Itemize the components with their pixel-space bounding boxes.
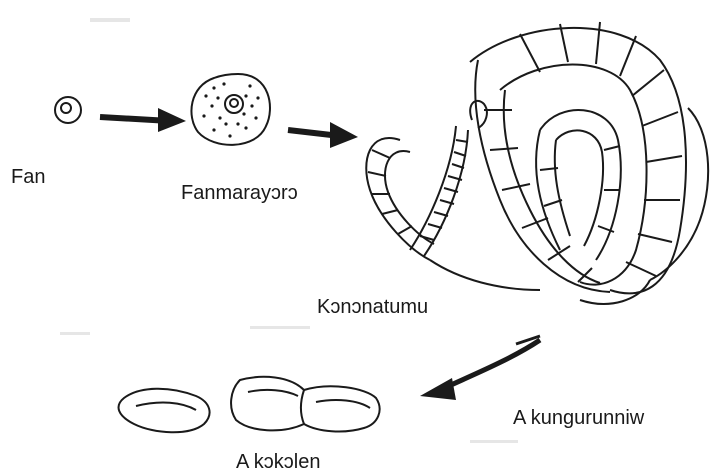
arrow-embryo-to-tapeworm [288, 122, 358, 148]
tapeworm-drawing [366, 22, 708, 304]
label-proglottids: A kɔkɔlen [236, 452, 320, 472]
label-egg: Fan [11, 167, 45, 187]
arrow-tapeworm-to-proglottids [420, 336, 540, 400]
egg-drawing [55, 97, 81, 123]
label-mature-segments: A kungurunniw [513, 408, 644, 428]
scan-speckles [60, 18, 518, 443]
label-embryonated-egg: Fanmarayɔrɔ [181, 183, 298, 203]
embryonated-egg-drawing [191, 74, 270, 145]
label-tapeworm: Kɔnɔnatumu [317, 297, 428, 317]
arrow-egg-to-embryo [100, 108, 186, 132]
proglottids-drawing [119, 377, 380, 432]
